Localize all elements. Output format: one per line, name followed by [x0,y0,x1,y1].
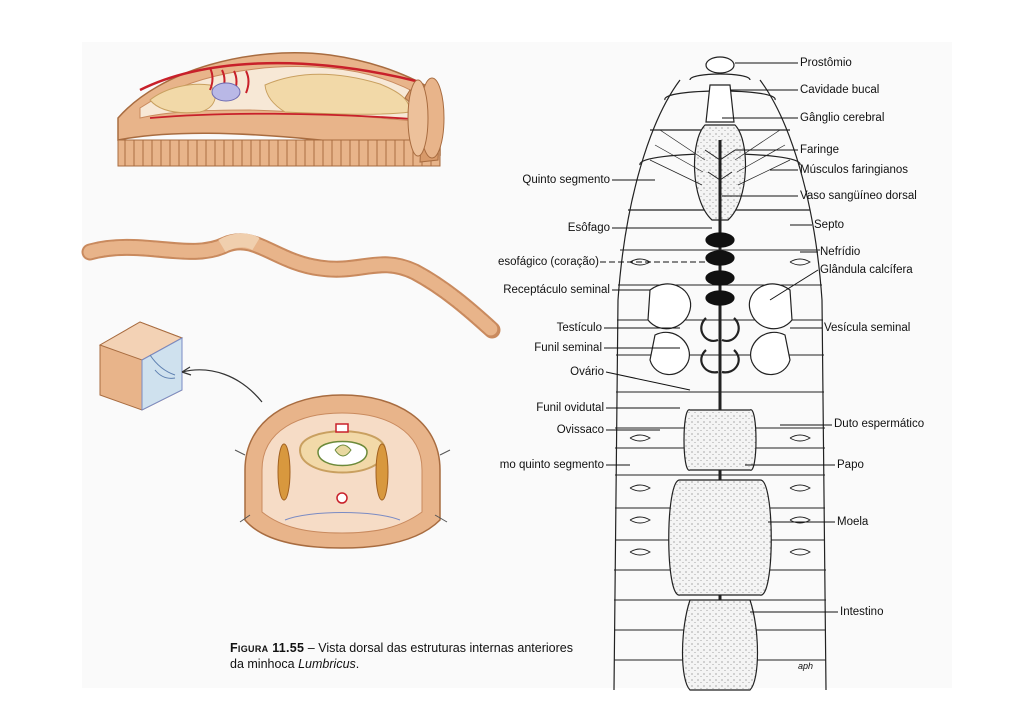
label-intestino: Intestino [840,606,884,618]
label-vesicula-seminal: Vesícula seminal [824,322,911,334]
figure-number: Figura 11.55 [230,641,305,655]
label-esofago: Esôfago [567,222,610,234]
label-moela: Moela [837,516,869,528]
label-prostomio: Prostômio [800,57,852,69]
label-glandula-calcifera: Glândula calcífera [820,264,913,276]
cross-section-illustration [234,394,451,549]
label-funil-seminal: Funil seminal [534,342,602,354]
label-cavidade-bucal: Cavidade bucal [800,84,880,96]
label-nefridio: Nefrídio [820,246,861,258]
label-faringe: Faringe [800,144,839,156]
caption-text: – Vista dorsal das estruturas internas a… [230,641,573,671]
leader-lines [600,62,838,613]
label-funil-ovidutal: Funil ovidutal [536,402,604,414]
figure-caption: Figura 11.55 – Vista dorsal das estrutur… [230,640,590,672]
caption-end: . [355,657,360,671]
label-quinto-segmento: Quinto segmento [522,174,610,186]
dorsal-view-drawing [613,56,827,691]
label-ovissaco: Ovissaco [556,424,604,436]
label-mo-quinto-segmento: mo quinto segmento [499,459,604,471]
label-esofagico-coracao: esofágico (coração) [498,256,599,268]
label-vaso-sanguineo-dorsal: Vaso sangüíneo dorsal [800,190,917,202]
label-duto-espermatico: Duto espermático [834,418,925,430]
arrow-connector [181,369,263,403]
arrow-head [181,366,192,376]
tissue-block-illustration [98,321,184,411]
illustrator-signature: aph [798,661,814,671]
label-septo: Septo [814,219,845,231]
label-ganglio-cerebral: Gânglio cerebral [800,112,885,124]
label-receptaculo-seminal: Receptáculo seminal [503,284,610,296]
label-papo: Papo [837,459,864,471]
whole-worm-illustration [81,233,501,339]
label-musculos-faringianos: Músculos faringianos [800,164,909,176]
label-testiculo: Testículo [556,322,602,334]
caption-species: Lumbricus [298,657,356,671]
cutaway-worm-illustration [117,52,445,167]
label-ovario: Ovário [570,366,604,378]
